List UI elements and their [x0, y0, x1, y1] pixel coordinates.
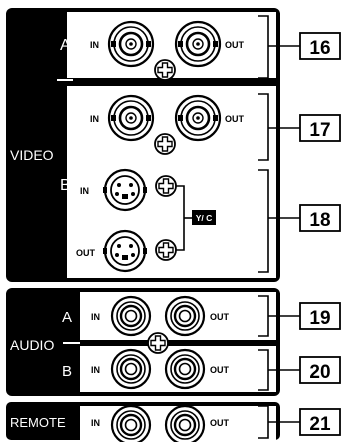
- video-b-screw-icon: [154, 133, 176, 155]
- audio-b-in-label: IN: [91, 365, 100, 375]
- video-b-in-label: IN: [90, 114, 99, 124]
- video-a-label: A: [60, 37, 71, 54]
- audio-a-in-label: IN: [91, 312, 100, 322]
- video-b-out-label: OUT: [225, 114, 245, 124]
- svideo-out-screw-icon: [155, 239, 177, 261]
- audio-b-out-rca-jack: [164, 348, 206, 390]
- callout-21: 21: [299, 408, 341, 436]
- video-a-out-label: OUT: [225, 40, 245, 50]
- yc-badge: [192, 210, 216, 225]
- remote-in-jack: [110, 404, 152, 442]
- audio-a-out-label: OUT: [210, 312, 230, 322]
- audio-b-label: B: [62, 363, 72, 380]
- callout-16-label: 16: [309, 38, 330, 59]
- audio-b-in-rca-jack: [110, 348, 152, 390]
- audio-screw-icon: [147, 332, 169, 354]
- callout-17-label: 17: [309, 120, 330, 141]
- yc-label: Y/ C: [196, 213, 213, 223]
- video-a-screw-icon: [154, 59, 176, 81]
- video-label: VIDEO: [10, 147, 54, 163]
- callout-19-label: 19: [309, 308, 330, 329]
- audio-label: AUDIO: [10, 337, 54, 353]
- audio-a-out-rca-jack: [164, 295, 206, 337]
- remote-in-label: IN: [91, 418, 100, 428]
- audio-a-label: A: [62, 309, 72, 326]
- callout-20: 20: [299, 356, 341, 384]
- callout-20-label: 20: [309, 362, 330, 383]
- audio-b-out-label: OUT: [210, 365, 230, 375]
- callout-18-label: 18: [309, 210, 330, 231]
- video-a-in-label: IN: [90, 40, 99, 50]
- callout-21-label: 21: [309, 414, 331, 435]
- video-b-in-bnc-connector: [107, 94, 155, 142]
- video-b-out-bnc-connector: [174, 94, 222, 142]
- callout-18: 18: [299, 204, 341, 232]
- video-a-in-bnc-connector: [107, 20, 155, 68]
- remote-label: REMOTE: [10, 415, 66, 430]
- remote-out-label: OUT: [210, 418, 230, 428]
- callout-16: 16: [299, 32, 341, 60]
- remote-out-jack: [164, 404, 206, 442]
- svideo-in-label: IN: [80, 186, 89, 196]
- video-a-out-bnc-connector: [174, 20, 222, 68]
- video-b-label: B: [60, 177, 71, 194]
- callout-19: 19: [299, 302, 341, 330]
- svideo-out-connector: [101, 229, 149, 273]
- svideo-out-label: OUT: [76, 248, 96, 258]
- svideo-in-connector: [101, 168, 149, 212]
- svideo-in-screw-icon: [155, 175, 177, 197]
- audio-a-in-rca-jack: [110, 295, 152, 337]
- callout-brackets: [258, 15, 300, 439]
- callout-17: 17: [299, 114, 341, 142]
